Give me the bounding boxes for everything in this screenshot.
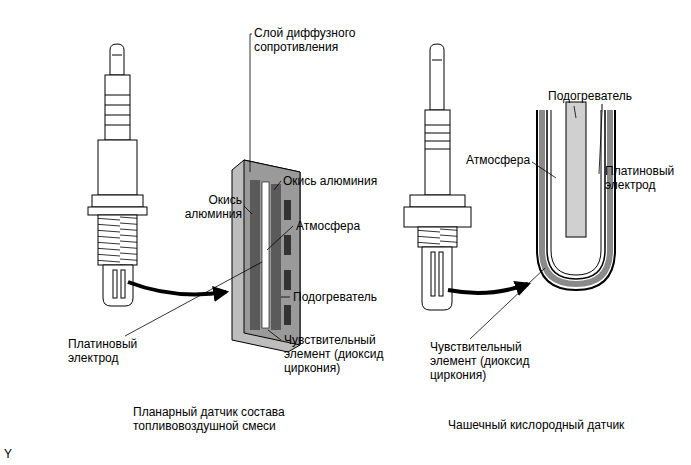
part-label: Атмосфера	[296, 219, 386, 233]
planar-element	[232, 160, 300, 352]
part-label: Атмосфера	[466, 153, 556, 167]
cup-sensor	[404, 44, 471, 310]
cup-element	[537, 102, 615, 290]
zoom-arrow	[448, 284, 528, 293]
part-label: Окись алюминия	[178, 193, 242, 221]
part-label: Чувствительный элемент (диоксид циркония…	[284, 333, 396, 375]
part-label: Платиновый электрод	[605, 164, 687, 192]
part-label: Платиновый электрод	[68, 337, 158, 365]
part-label: Подогреватель	[293, 290, 403, 304]
part-label: Окись алюминия	[283, 174, 393, 188]
zoom-arrow	[128, 282, 226, 294]
part-label: Чувствительный элемент (диоксид циркония…	[430, 340, 542, 382]
figure-code: Y	[4, 447, 24, 461]
part-label: Слой диффузного сопротивления	[254, 26, 372, 54]
planar-sensor	[88, 44, 147, 306]
figure-caption: Планарный датчик состава топливовоздушно…	[133, 405, 323, 433]
part-label: Подогреватель	[548, 89, 658, 103]
leader-lines	[125, 34, 602, 340]
figure-caption: Чашечный кислородный датчик	[448, 418, 658, 432]
